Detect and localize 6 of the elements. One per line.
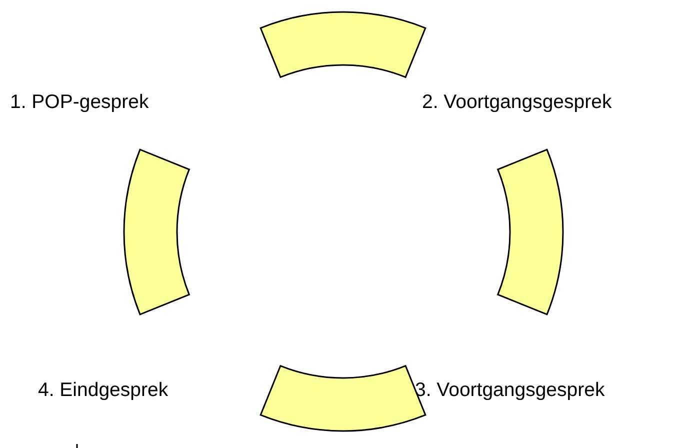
- arc-segment: [123, 148, 190, 316]
- arc-segment: [260, 11, 426, 78]
- step-label: 4. Eindgesprek: [38, 381, 168, 400]
- step-label: 1. POP-gesprek: [10, 93, 149, 112]
- arc-segment: [497, 148, 564, 316]
- step-label: 2. Voortgangsgesprek: [422, 93, 612, 112]
